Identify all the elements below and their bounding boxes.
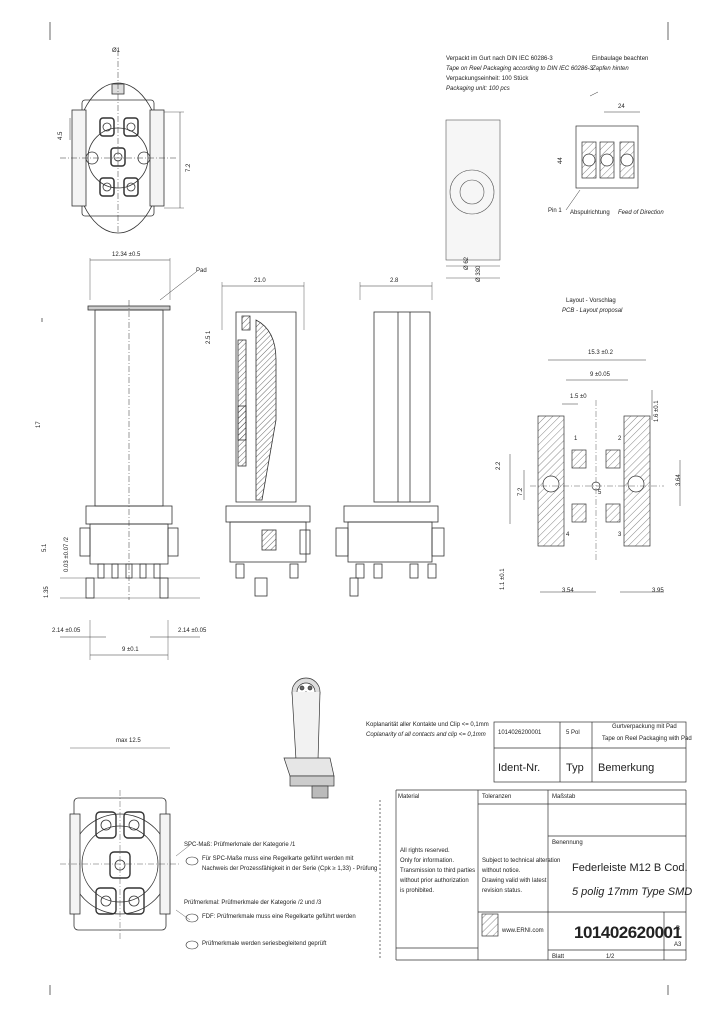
spc-title: SPC-Maß: Prüfmerkmale der Kategorie /1 [184,842,296,848]
title-block-lines [379,721,687,961]
tb-subject-4: revision status. [482,888,523,894]
header-bemerkung: Bemerkung [598,762,655,774]
layout-dim-15-3: 15.3 ±0.2 [588,350,613,356]
side-view-right [335,282,445,597]
pad-number-4: 4 [566,532,570,538]
reel-diagram [445,119,501,279]
pcb-layout [509,359,681,593]
layout-title-de: Layout - Vorschlag [566,298,616,304]
tb-revision: B [676,926,681,932]
packing-note-de: Verpackt im Gurt nach DIN IEC 60286-3 [446,56,553,62]
dim-max-12-5: max 12.5 [116,738,141,744]
dim-body-width: 12.34 ±0.5 [112,252,141,258]
tb-subject-1: Subject to technical alteration [482,858,561,864]
bottom-view [60,747,191,940]
pad-number-1: 1 [574,436,578,442]
variant-ident: 1014026200001 [498,730,542,736]
tape-diagram [565,91,640,211]
isometric-view [283,677,335,799]
tb-sheet-label: Blatt [552,954,565,960]
variant-typ: 5 Pol [566,730,580,736]
tb-rights-2: Only for information. [400,858,455,864]
dim-2-8: 2.8 [390,278,399,284]
pruef-line-1: FDF: Prüfmerkmale muss eine Regelkarte g… [202,914,356,920]
feed-direction-de: Abspulrichtung [570,210,610,216]
dim-7-2: 7.2 [186,163,192,172]
tb-rights-5: is prohibited. [400,888,435,894]
layout-dim-3-54: 3.54 [562,588,574,594]
dim-1-35: 1.35 [44,586,50,598]
dim-2-5-1: 2.5 1 [206,330,212,344]
tb-name-line-2: 5 polig 17mm Type SMD [572,886,693,898]
tb-scale: Maßstab [552,794,576,800]
pad-label: Pad [196,268,207,274]
packing-note-en: Tape on Reel Packaging according to DIN … [446,66,593,72]
tb-designation: Benennung [552,840,583,846]
layout-dim-7-2: 7.2 [518,487,524,496]
section-view [221,282,311,597]
dim-height-17: 17 [36,421,42,428]
feed-direction-en: Feed of Direction [618,210,664,216]
dim-2-14-right: 2.14 ±0.05 [178,628,207,634]
tb-rights-4: without prior authorization [400,878,469,884]
layout-dim-9: 9 ±0.05 [590,372,610,378]
top-view [60,50,184,234]
layout-dim-3-64: 3.64 [676,474,682,486]
variant-bem-en: Tape on Reel Packaging with Pad [602,736,692,742]
header-ident: Ident-Nr. [498,762,541,774]
pruef-last-line: Prüfmerkmale werden seriesbegleitend gep… [202,941,327,947]
reel-dim-62: Ø 62 [464,256,470,270]
tb-ident-number: 101402620001 [574,923,682,942]
tb-rights-1: All rights reserved. [400,848,450,854]
sheet-frame [41,22,669,995]
unit-note-en: Packaging unit: 100 pcs [446,86,510,92]
layout-dim-1-1: 1.1 ±0.1 [500,568,506,590]
tb-material: Material [398,794,420,800]
tb-tolerances: Toleranzen [482,794,512,800]
unit-note-de: Verpackungseinheit: 100 Stück [446,76,529,82]
insertion-note: Einbaulage beachten [592,56,649,62]
dim-diameter-1: Ø1 [112,48,121,54]
dim-2-14-left: 2.14 ±0.05 [52,628,81,634]
spc-line-1: Für SPC-Maße muss eine Regelkarte geführ… [202,856,354,862]
tb-subject-2: without notice. [482,868,521,874]
dim-9: 9 ±0.1 [122,647,139,653]
variant-bem-de: Gurtverpackung mit Pad [612,724,677,730]
layout-dim-3-95: 3.95 [652,588,664,594]
tb-format: A3 [674,942,682,948]
layout-title-en: PCB - Layout proposal [562,308,623,314]
dim-5-1: 5.1 [42,543,48,552]
side-view-front [60,258,200,660]
dim-21: 21.0 [254,278,266,284]
pad-number-2: 2 [618,436,622,442]
pad-number-3: 3 [618,532,622,538]
tb-subject-3: Drawing valid with latest [482,878,547,884]
dim-4-5: 4.5 [58,131,64,140]
pin1-label: Pin 1 [548,208,562,214]
pin-contacts-top [99,117,139,197]
tape-dim-44: 44 [558,157,564,164]
tb-web: www.ERNI.com [502,928,544,934]
tb-sheet-value: 1/2 [606,954,615,960]
layout-dim-2-2: 2.2 [496,461,502,470]
pad-number-5: 5 [598,490,602,496]
pruef-title: Prüfmerkmal: Prüfmerkmale der Kategorie … [184,900,322,906]
tape-dim-24: 24 [618,104,625,110]
header-typ: Typ [566,762,584,774]
layout-dim-1-6: 1.6 ±0.1 [654,400,660,422]
coplanarity-en: Coplanarity of all contacts and clip <= … [366,732,486,738]
tb-name-line-1: Federleiste M12 B Cod. [572,862,688,874]
dim-0-03: 0.03 ±0.07 /2 [64,537,70,572]
coplanarity-de: Koplanarität aller Kontakte und Clip <= … [366,722,489,728]
reel-dim-330: Ø 330 [476,265,482,282]
layout-dim-1-5: 1.5 ±0 [570,394,587,400]
spc-line-2: Nachweis der Prozessfähigkeit in der Ser… [202,866,378,872]
note-symbols [185,856,199,950]
insertion-note-2: Zapfen hinten [592,66,629,72]
tb-rights-3: Transmission to third parties [400,868,476,874]
